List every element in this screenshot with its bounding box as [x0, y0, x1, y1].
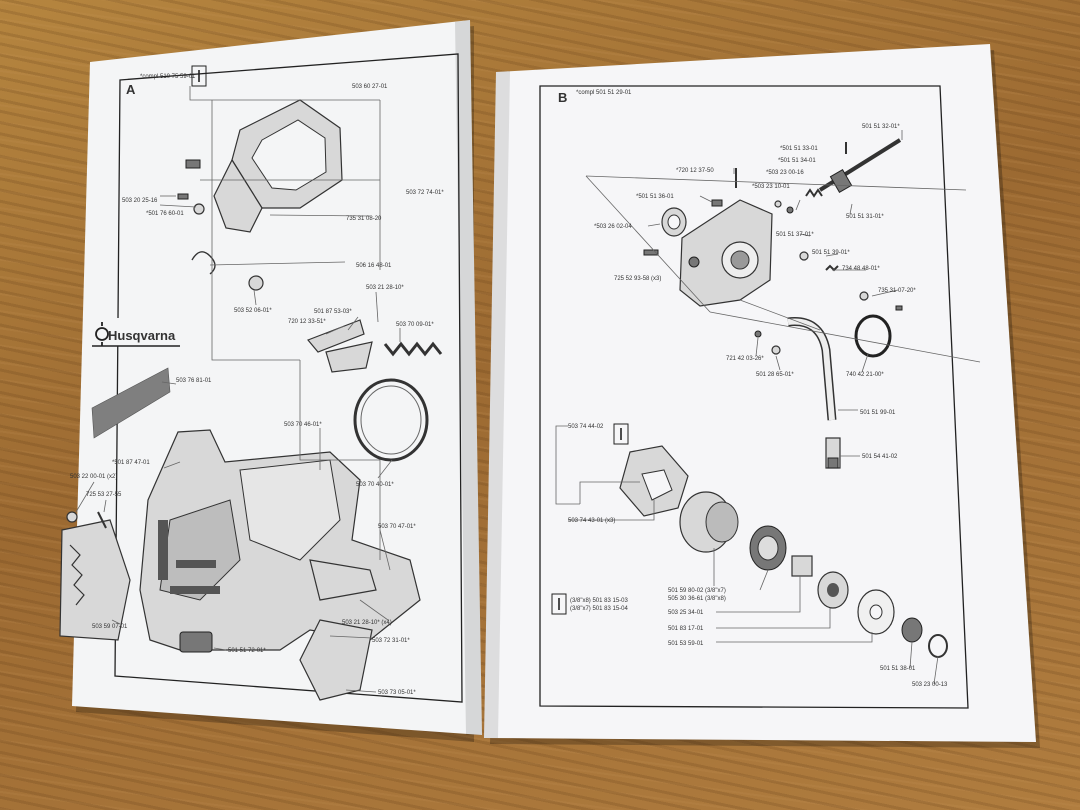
panel-a-labels: A *compl 510 75 59-01 Husqvarna 503 60 2… [70, 74, 444, 696]
part-label: 734 48 48-01* [842, 266, 880, 272]
part-label: 725 52 93-58 (x3) [614, 276, 661, 282]
part-label: *503 23 00-16 [766, 170, 804, 176]
part-label: 501 28 65-01* [756, 372, 794, 378]
part-label: 503 21 28-10* (x4) [342, 620, 392, 626]
part-label: (3/8"x8) 501 83 15-03 [570, 598, 628, 604]
part-label: 503 70 40-01* [356, 482, 394, 488]
part-label: 501 87 53-03* [314, 309, 352, 315]
panel-a-letter: A [126, 82, 136, 97]
part-label: 501 51 32-01* [862, 124, 900, 130]
part-label: 503 70 47-01* [378, 524, 416, 530]
part-label: 503 22 00-01 (x2) [70, 474, 117, 480]
husqvarna-logo [92, 318, 180, 347]
panel-a-diagram [59, 65, 443, 701]
part-label: 501 51 38-01 [880, 666, 916, 672]
part-label: 503 23 00-13 [912, 682, 948, 688]
part-label: (3/8"x7) 501 83 15-04 [570, 606, 628, 612]
part-label: 721 42 03-26* [726, 356, 764, 362]
panel-b-frame [539, 85, 969, 709]
panel-b-letter: B [558, 90, 567, 105]
part-label: 735 31 08-20 [346, 216, 382, 222]
part-label: 501 53 59-01 [668, 641, 704, 647]
part-label: 503 59 07-01 [92, 624, 128, 630]
part-label: 503 74 44-02 [568, 424, 604, 430]
part-label: 501 59 80-02 (3/8"x7) [668, 588, 726, 594]
part-label: 503 20 25-16 [122, 198, 158, 204]
part-label: *501 51 33-01 [780, 146, 818, 152]
part-label: *501 87 47-01 [112, 460, 150, 466]
part-label: 503 72 31-01* [372, 638, 410, 644]
husqvarna-wordmark: Husqvarna [108, 328, 176, 343]
part-label: 501 51 31-01* [846, 214, 884, 220]
part-label: 503 21 28-10* [366, 285, 404, 291]
part-label: 501 83 17-01 [668, 626, 704, 632]
part-label: 503 76 81-01 [176, 378, 212, 384]
part-label: 503 25 34-01 [668, 610, 704, 616]
part-label: *720 12 37-50 [676, 168, 714, 174]
part-label: *501 51 36-01 [636, 194, 674, 200]
part-label: 503 70 46-01* [284, 422, 322, 428]
part-label: 503 73 05-01* [378, 690, 416, 696]
part-label: 506 16 48-01 [356, 263, 392, 269]
part-label: 740 42 21-00* [846, 372, 884, 378]
part-label: 735 31 07-20* [878, 288, 916, 294]
part-label: *503 26 02-04 [594, 224, 632, 230]
part-label: *503 23 10-01 [752, 184, 790, 190]
part-label: 720 12 33-51* [288, 319, 326, 325]
part-label: 503 72 74-01* [406, 190, 444, 196]
part-label: 501 51 39-01* [812, 250, 850, 256]
part-label: 501 54 41-02 [862, 454, 898, 460]
panel-a-frame [114, 53, 463, 703]
part-label: *501 76 60-01 [146, 211, 184, 217]
part-label: 503 60 27-01 [352, 84, 388, 90]
part-label: 503 70 09-01* [396, 322, 434, 328]
part-label: 501 51 37-01* [776, 232, 814, 238]
right-page [484, 44, 1036, 742]
part-label: 501 51 99-01 [860, 410, 896, 416]
part-label: 725 53 27-55 [86, 492, 122, 498]
panel-b-diagram [551, 130, 981, 685]
panel-a-compl-ref: *compl 510 75 59-01 [140, 74, 196, 80]
part-label: 503 52 06-01* [234, 308, 272, 314]
part-label: 503 74 43-01 (x3) [568, 518, 615, 524]
part-label: 501 51 72-01* [228, 648, 266, 654]
panel-b-labels: B *compl 501 51 29-01 501 51 32-01* *501… [558, 90, 948, 688]
panel-b-compl-ref: *compl 501 51 29-01 [576, 90, 632, 96]
part-label: *501 51 34-01 [778, 158, 816, 164]
part-label: 505 30 36-61 (3/8"x8) [668, 596, 726, 602]
